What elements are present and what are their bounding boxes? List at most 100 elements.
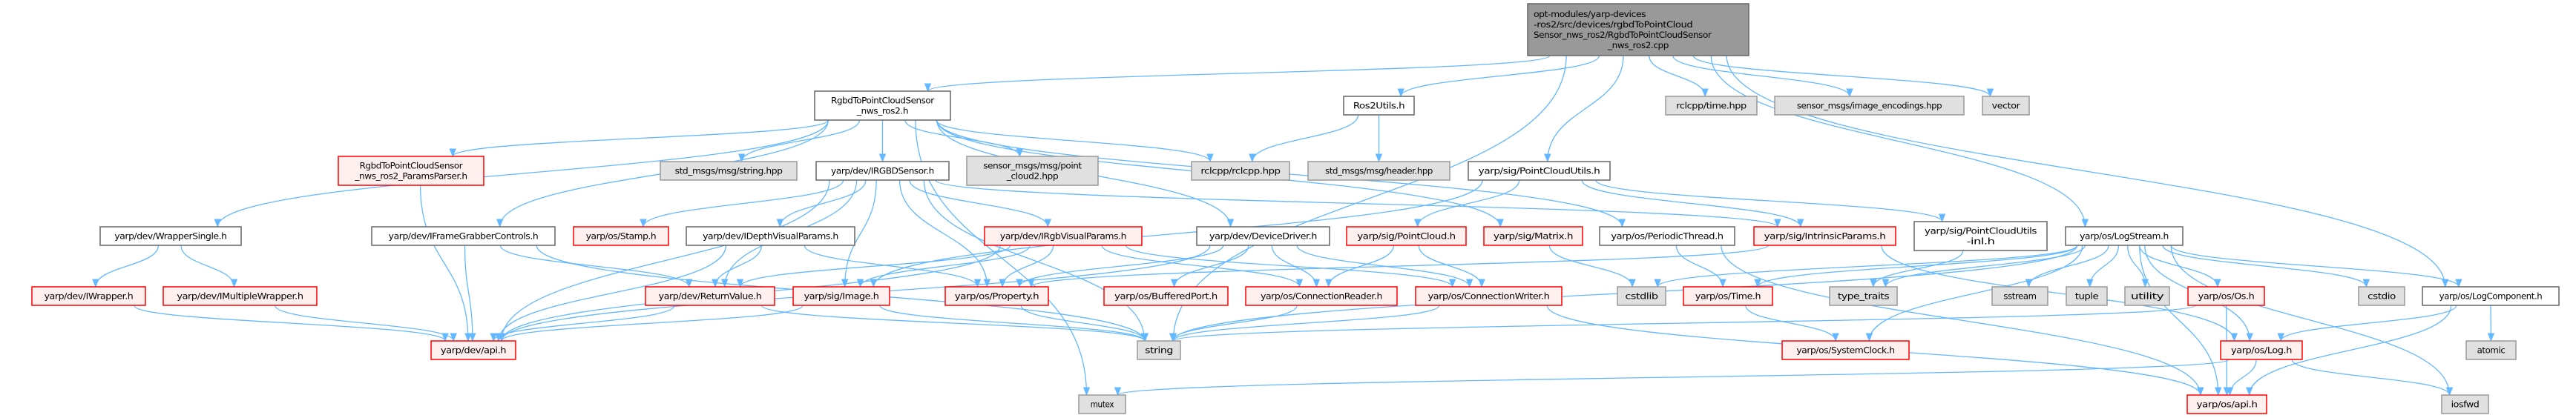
- node-property[interactable]: yarp/os/Property.h: [944, 286, 1049, 306]
- node-rgbd_h[interactable]: RgbdToPointCloudSensor_nws_ros2.h: [814, 90, 951, 121]
- node-pointcloud[interactable]: yarp/sig/PointCloud.h: [1346, 226, 1467, 246]
- node-box: [1137, 340, 1181, 360]
- node-typetraits: type_traits: [1829, 286, 1898, 306]
- node-imultiple[interactable]: yarp/dev/IMultipleWrapper.h: [162, 286, 318, 306]
- node-devdrv[interactable]: yarp/dev/DeviceDriver.h: [1196, 226, 1330, 246]
- node-ros2utils[interactable]: Ros2Utils.h: [1343, 96, 1415, 116]
- edge-irgbd-to-string: [923, 179, 1149, 342]
- node-label: rclcpp/time.hpp: [1676, 101, 1747, 111]
- edge-irgbvis-to-connreader: [1101, 245, 1303, 288]
- node-intrinsic[interactable]: yarp/sig/IntrinsicParams.h: [1753, 226, 1896, 246]
- node-label: string: [1145, 345, 1173, 356]
- node-box: [573, 226, 669, 246]
- node-box: [944, 286, 1049, 306]
- node-box: [1527, 3, 1749, 56]
- node-osapi[interactable]: yarp/os/api.h: [2186, 394, 2267, 414]
- node-image[interactable]: yarp/sig/Image.h: [792, 286, 890, 306]
- node-bufport[interactable]: yarp/os/BufferedPort.h: [1103, 286, 1229, 306]
- edge-pcinl-to-typetraits: [1870, 250, 1964, 288]
- edge-main-to-img_enc: [1672, 55, 1853, 98]
- edge-periodic-to-time: [1675, 245, 1726, 288]
- node-idepth[interactable]: yarp/dev/IDepthVisualParams.h: [686, 226, 855, 246]
- node-mutex: mutex: [1078, 394, 1126, 414]
- node-connreader[interactable]: yarp/os/ConnectionReader.h: [1245, 286, 1398, 306]
- node-box: [1991, 286, 2048, 306]
- node-main[interactable]: opt-modules/yarp-devices-ros2/src/device…: [1527, 3, 1749, 56]
- edge-logcomp-to-log: [2277, 305, 2457, 342]
- node-label: _nws_ros2.cpp: [1607, 40, 1669, 50]
- edge-irgbd-to-irgbvis: [909, 179, 1051, 228]
- node-cstdio: cstdio: [2358, 286, 2405, 306]
- node-stamp[interactable]: yarp/os/Stamp.h: [573, 226, 669, 246]
- edge-rgbd_h-to-wrapsingle: [214, 119, 829, 228]
- node-box: [1781, 340, 1910, 360]
- edge-intrinsic-to-log: [1881, 245, 2238, 342]
- edge-wrapsingle-to-iwrapper: [92, 245, 160, 288]
- node-pcutils[interactable]: yarp/sig/PointCloudUtils.h: [1468, 161, 1611, 181]
- node-box: [1196, 226, 1330, 246]
- node-label: _cloud2.hpp: [1006, 171, 1058, 182]
- edge-logstream-to-cstdio: [2162, 245, 2370, 288]
- edge-devdrv-to-connreader: [1271, 245, 1320, 288]
- node-box: [814, 90, 951, 121]
- node-box: [984, 226, 1143, 246]
- node-time[interactable]: yarp/os/Time.h: [1683, 286, 1773, 306]
- edge-logstream-to-os: [2138, 245, 2221, 288]
- edge-logcomp-to-osapi: [2246, 305, 2452, 397]
- node-connwriter[interactable]: yarp/os/ConnectionWriter.h: [1415, 286, 1563, 306]
- edge-pointcloud-to-connwriter: [1418, 245, 1485, 288]
- node-label: utility: [2131, 291, 2164, 302]
- node-label: yarp/dev/IRgbVisualParams.h: [1000, 231, 1126, 242]
- edge-property-to-string: [1020, 305, 1149, 342]
- edge-main-to-rgbd_h: [924, 55, 1551, 93]
- node-logcomp[interactable]: yarp/os/LogComponent.h: [2422, 286, 2560, 306]
- node-os[interactable]: yarp/os/Os.h: [2187, 286, 2265, 306]
- node-sysclock[interactable]: yarp/os/SystemClock.h: [1781, 340, 1910, 360]
- node-label: Sensor_nws_ros2/RgbdToPointCloudSensor: [1534, 30, 1712, 40]
- node-label: mutex: [1091, 399, 1114, 410]
- edge-ros2utils-to-rclcpp: [1249, 114, 1359, 163]
- node-label: rclcpp/rclcpp.hpp: [1200, 166, 1280, 176]
- node-label: yarp/os/BufferedPort.h: [1114, 291, 1218, 302]
- edge-irgbd-to-devapi: [498, 179, 830, 342]
- node-logstream[interactable]: yarp/os/LogStream.h: [2065, 226, 2184, 246]
- node-label: RgbdToPointCloudSensor: [360, 161, 463, 171]
- node-periodic[interactable]: yarp/os/PeriodicThread.h: [1599, 226, 1735, 246]
- node-label: vector: [1992, 101, 2021, 111]
- node-box: [2358, 286, 2405, 306]
- edge-logstream-to-cstdlib: [1654, 245, 2078, 288]
- edge-ifg-to-devapi: [464, 245, 476, 342]
- edge-os-to-string: [1170, 305, 2196, 342]
- node-label: tuple: [2075, 291, 2099, 302]
- node-log[interactable]: yarp/os/Log.h: [2220, 340, 2303, 360]
- node-box: [966, 156, 1099, 186]
- edge-rgbd_h-to-std_string: [738, 119, 861, 163]
- node-tuple: tuple: [2066, 286, 2108, 306]
- node-box: [2441, 394, 2489, 414]
- node-std_string: std_msgs/msg/string.hpp: [660, 161, 798, 181]
- node-matrix[interactable]: yarp/sig/Matrix.h: [1483, 226, 1583, 246]
- node-ifg[interactable]: yarp/dev/IFrameGrabberControls.h: [371, 226, 556, 246]
- edge-image-to-string: [879, 305, 1149, 342]
- node-box: [660, 161, 798, 181]
- node-vector: vector: [1982, 96, 2030, 116]
- node-irgbd[interactable]: yarp/dev/IRGBDSensor.h: [815, 161, 950, 181]
- node-irgbvis[interactable]: yarp/dev/IRgbVisualParams.h: [984, 226, 1143, 246]
- node-params[interactable]: RgbdToPointCloudSensor_nws_ros2_ParamsPa…: [338, 156, 484, 186]
- node-box: [371, 226, 556, 246]
- node-label: yarp/dev/WrapperSingle.h: [114, 231, 226, 242]
- edge-logstream-to-logcomp: [2170, 245, 2462, 288]
- node-box: [1245, 286, 1398, 306]
- node-devapi[interactable]: yarp/dev/api.h: [430, 340, 516, 360]
- node-iwrapper[interactable]: yarp/dev/IWrapper.h: [31, 286, 146, 306]
- node-box: [162, 286, 318, 306]
- node-label: yarp/dev/api.h: [441, 345, 506, 356]
- edge-irgbd-to-image: [841, 179, 877, 288]
- node-label: yarp/os/SystemClock.h: [1796, 345, 1894, 356]
- node-wrapsingle[interactable]: yarp/dev/WrapperSingle.h: [99, 226, 242, 246]
- node-retval[interactable]: yarp/dev/ReturnValue.h: [645, 286, 775, 306]
- edge-image-to-devapi: [498, 305, 804, 342]
- node-label: _nws_ros2_ParamsParser.h: [354, 171, 467, 182]
- node-pcinl[interactable]: yarp/sig/PointCloudUtils-inl.h: [1913, 221, 2048, 251]
- node-label: std_msgs/msg/string.hpp: [675, 166, 783, 176]
